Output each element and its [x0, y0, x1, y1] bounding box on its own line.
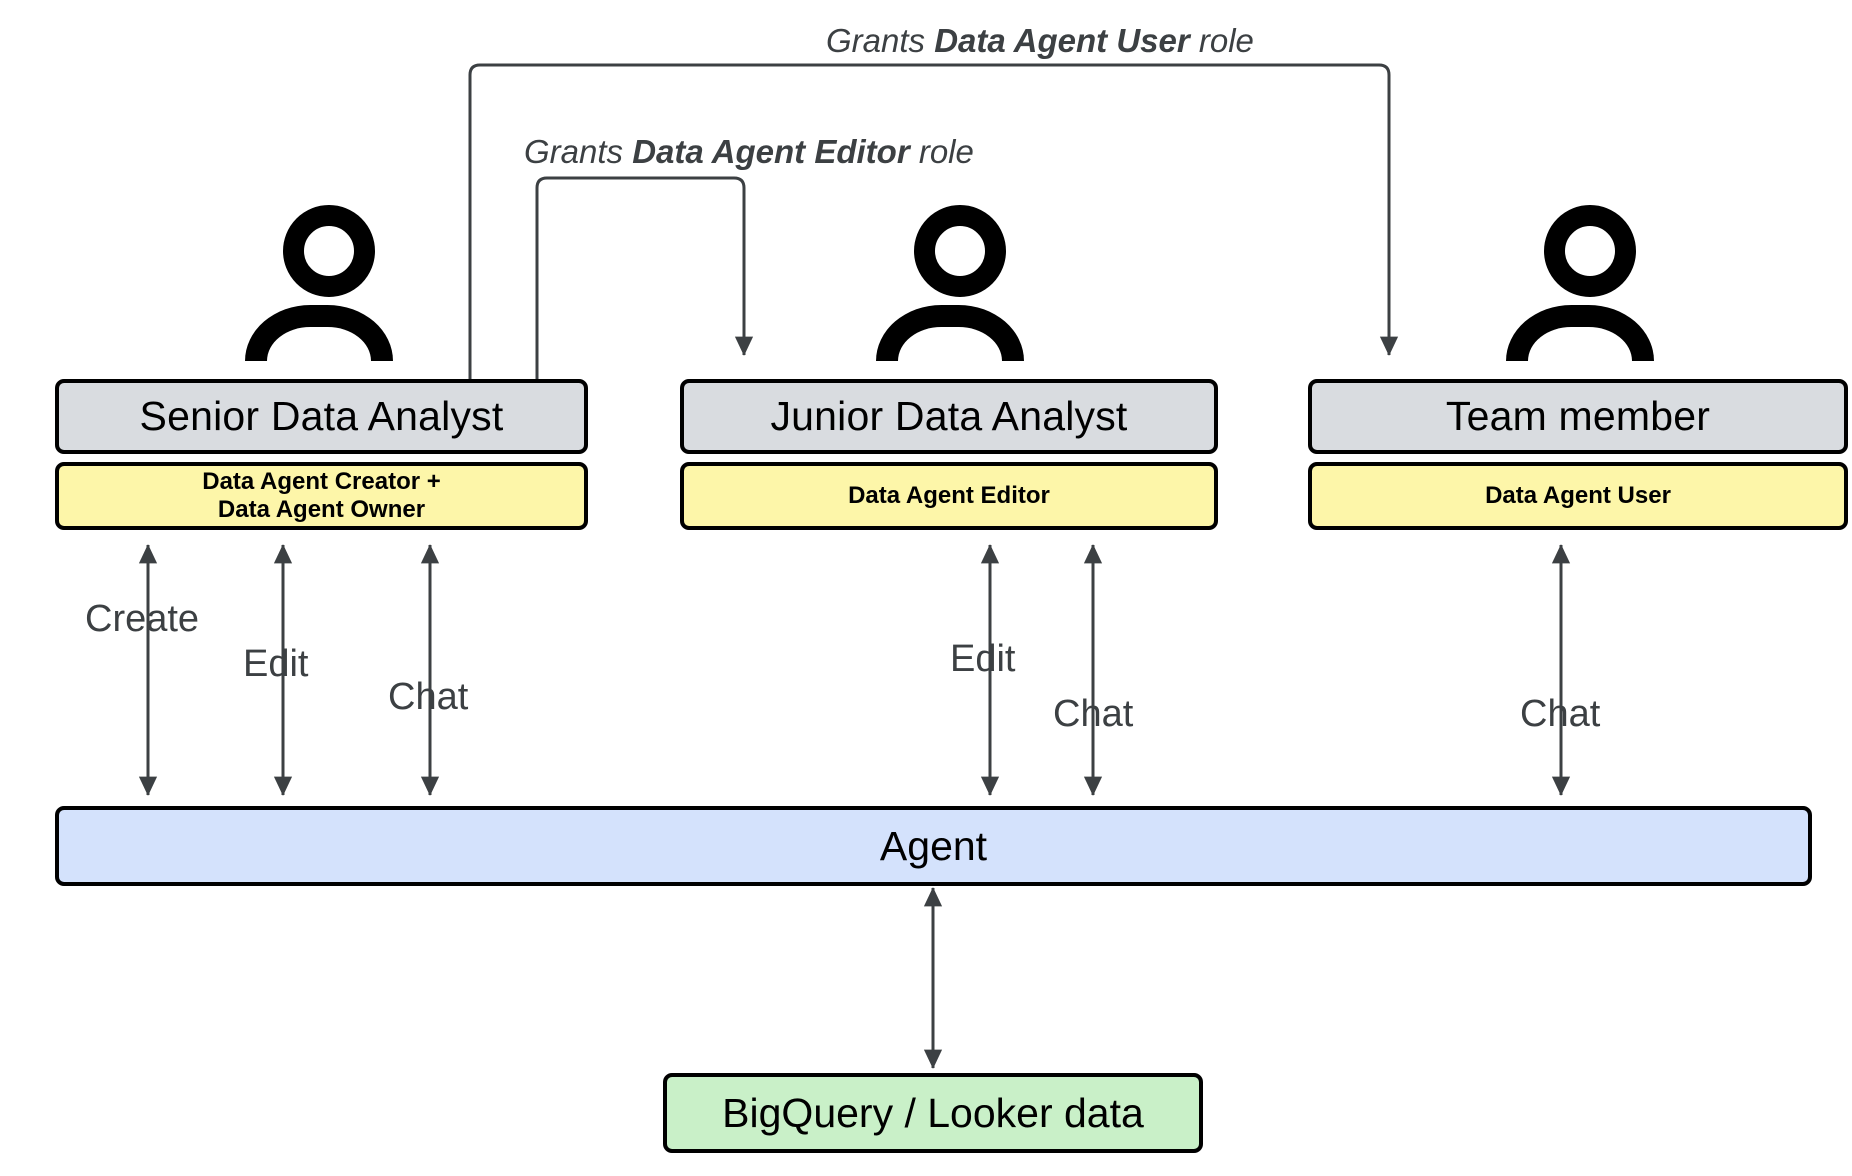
edge-label-junior-edit: Edit — [950, 638, 1016, 680]
person-body-icon — [245, 305, 393, 361]
grant-suffix: role — [1189, 22, 1254, 59]
node-title-label: Junior Data Analyst — [770, 393, 1128, 439]
node-title-label: Senior Data Analyst — [139, 393, 504, 439]
grant-role: Data Agent User — [934, 22, 1190, 59]
node-title-team-member[interactable]: Team member — [1308, 379, 1848, 454]
grant-prefix: Grants — [524, 133, 633, 170]
person-head-icon — [1544, 205, 1636, 297]
node-role-team-member[interactable]: Data Agent User — [1308, 462, 1848, 530]
grant-label-data-agent-editor: Grants Data Agent Editor role — [524, 135, 974, 168]
person-body-icon — [1506, 305, 1654, 361]
node-title-label: Team member — [1445, 393, 1711, 439]
grant-label-data-agent-user: Grants Data Agent User role — [826, 24, 1254, 57]
person-icon — [239, 205, 399, 361]
node-role-label: Data Agent User — [1485, 482, 1671, 510]
person-head-icon — [283, 205, 375, 297]
edge-label-senior-edit: Edit — [243, 643, 309, 685]
node-role-label: Data Agent Creator + Data Agent Owner — [202, 468, 441, 523]
node-agent[interactable]: Agent — [55, 806, 1812, 886]
node-title-senior-data-analyst[interactable]: Senior Data Analyst — [55, 379, 588, 454]
edge-label-junior-chat: Chat — [1053, 693, 1134, 735]
node-role-line2: Data Agent Owner — [217, 496, 426, 523]
node-role-line1: Data Agent Creator + — [202, 468, 441, 496]
grant-connector-data-agent-editor — [535, 176, 754, 383]
person-icon — [870, 205, 1030, 361]
edge-label-senior-chat: Chat — [388, 676, 469, 718]
grant-role: Data Agent Editor — [632, 133, 910, 170]
grant-prefix: Grants — [826, 22, 935, 59]
edge-label-senior-create: Create — [85, 598, 200, 640]
node-agent-label: Agent — [879, 822, 988, 869]
person-head-icon — [914, 205, 1006, 297]
node-role-junior-data-analyst[interactable]: Data Agent Editor — [680, 462, 1218, 530]
node-role-senior-data-analyst[interactable]: Data Agent Creator + Data Agent Owner — [55, 462, 588, 530]
node-datasource-label: BigQuery / Looker data — [722, 1089, 1144, 1136]
person-body-icon — [876, 305, 1024, 361]
person-icon — [1500, 205, 1660, 361]
node-datasource[interactable]: BigQuery / Looker data — [663, 1073, 1203, 1153]
grant-suffix: role — [909, 133, 974, 170]
edge-label-team-chat: Chat — [1520, 693, 1601, 735]
node-role-label: Data Agent Editor — [848, 482, 1050, 510]
node-title-junior-data-analyst[interactable]: Junior Data Analyst — [680, 379, 1218, 454]
